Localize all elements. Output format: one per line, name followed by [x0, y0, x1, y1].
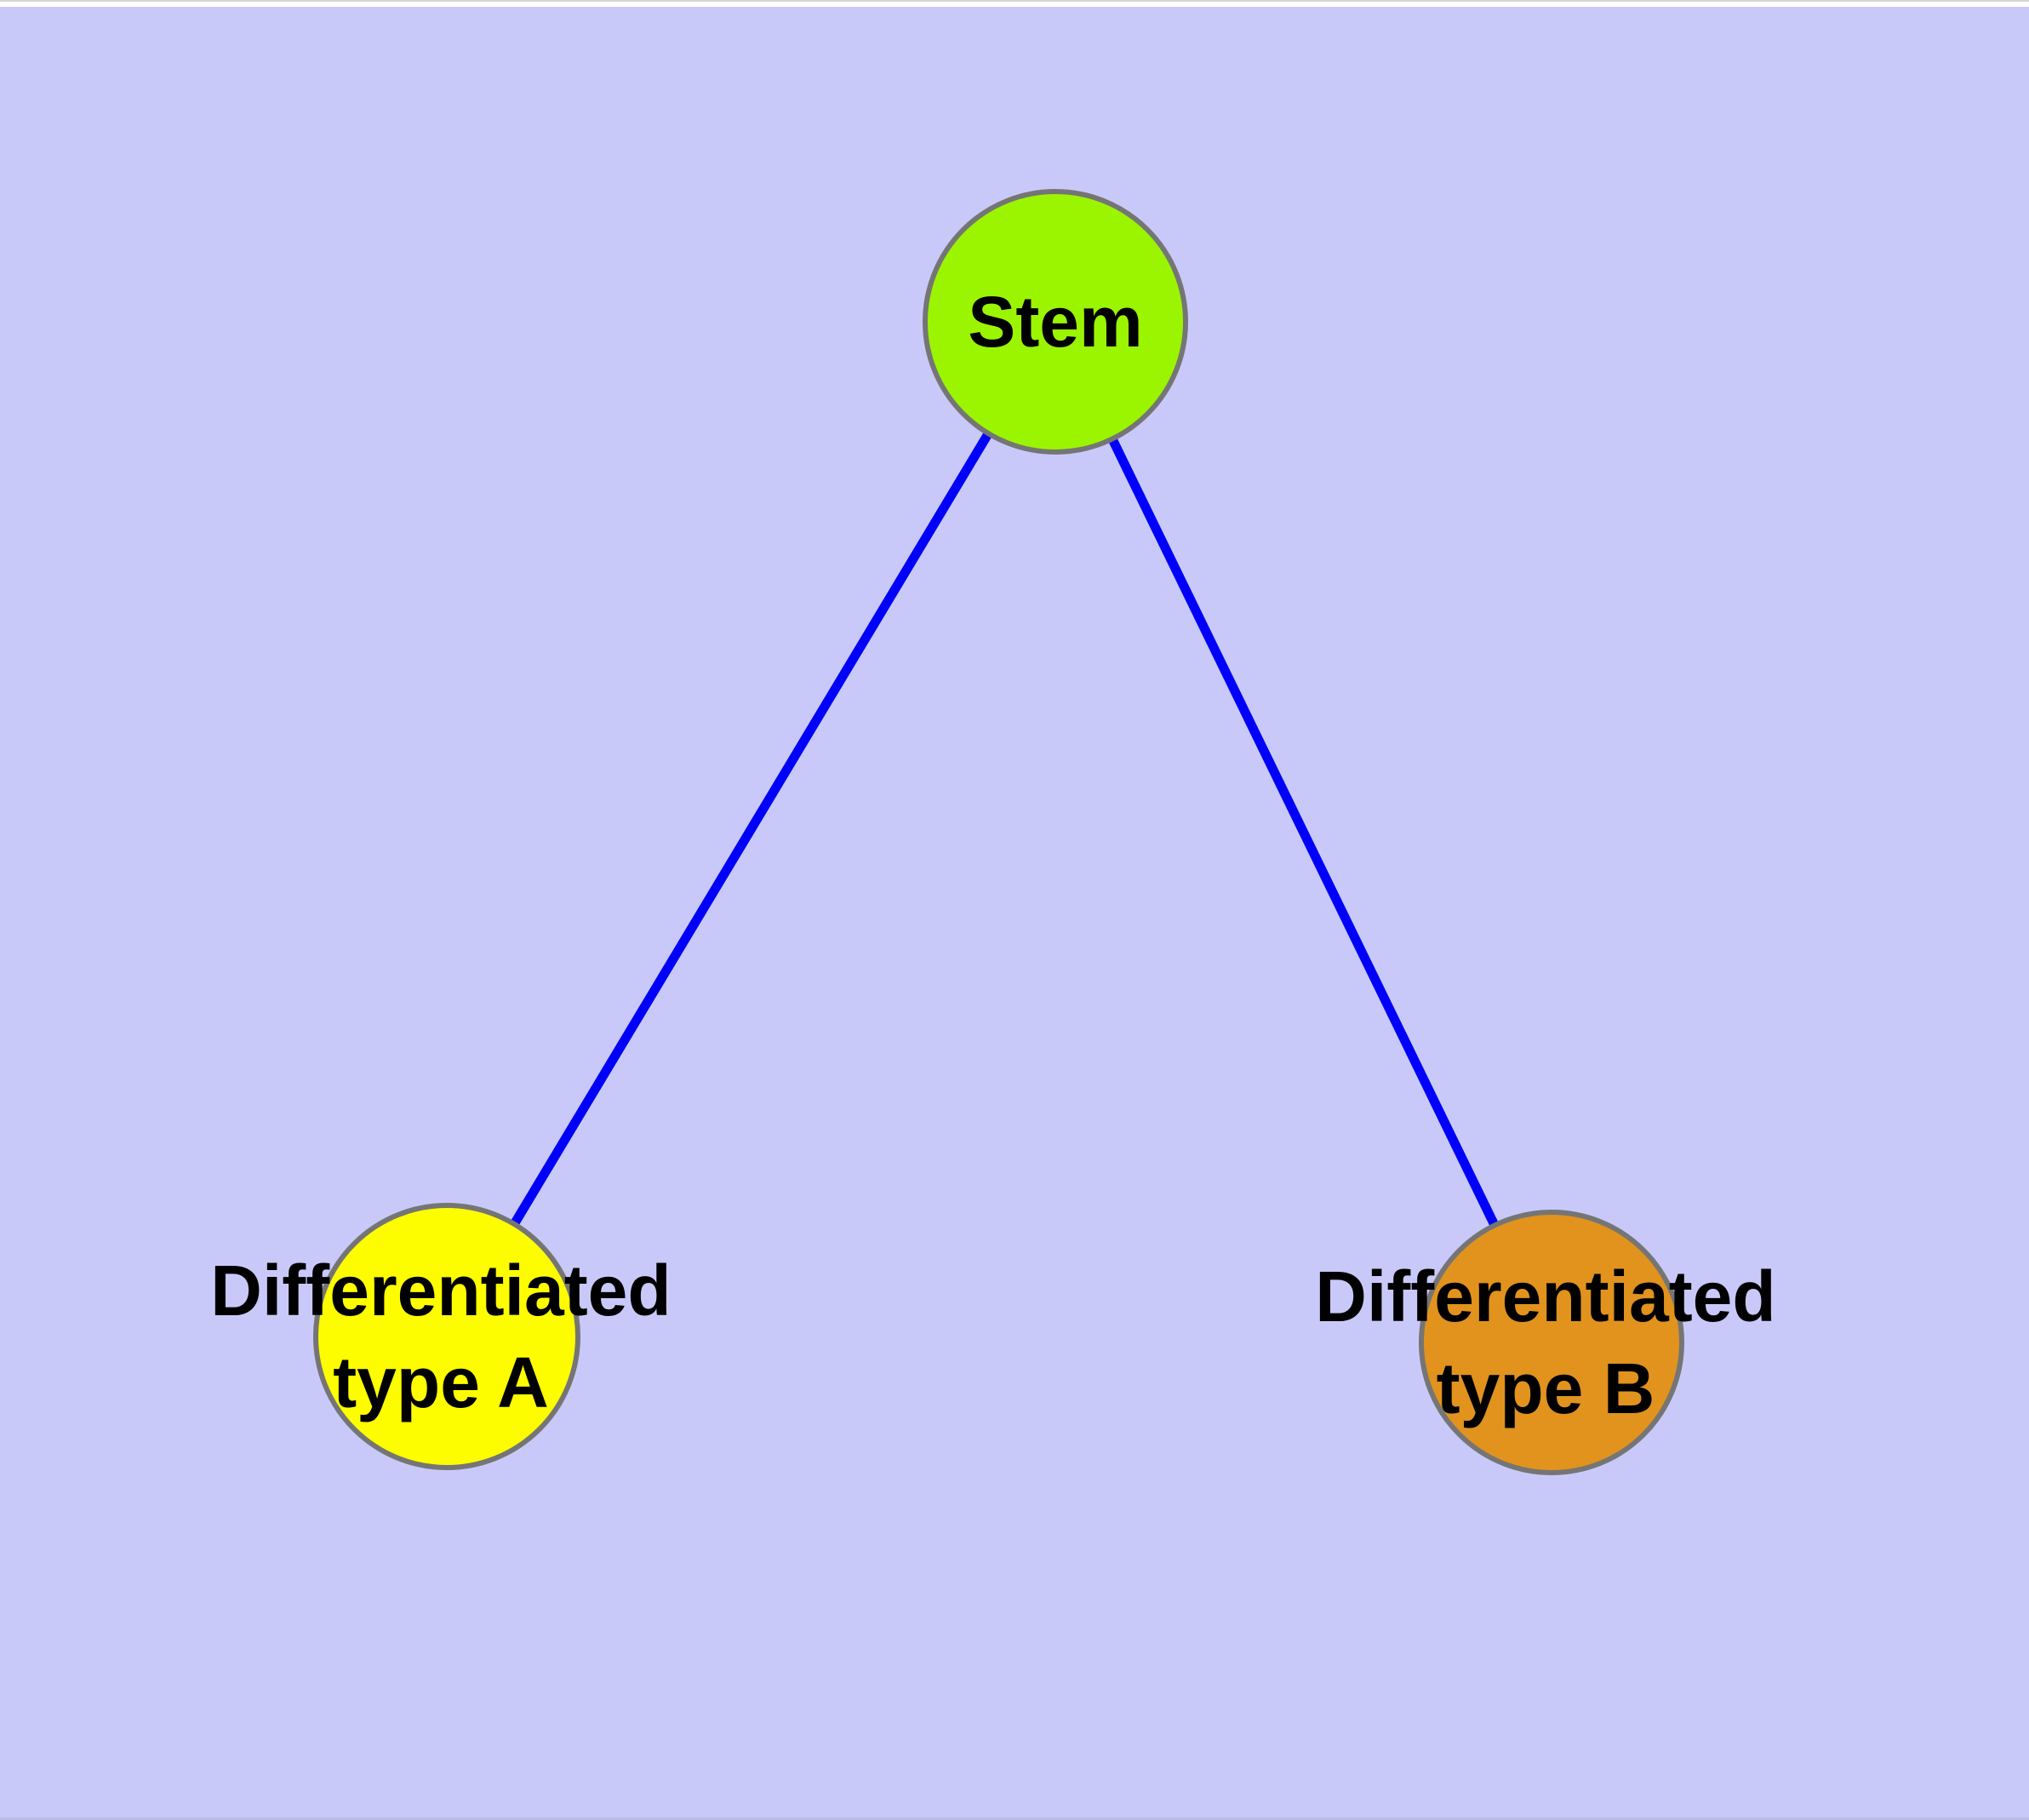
edge-stem-to-type-b: [1051, 319, 1556, 1345]
node-type-a-label-line1: Differentiated: [210, 1251, 672, 1331]
node-type-b-label-line1: Differentiated: [1315, 1256, 1776, 1336]
node-stem-circle: [923, 189, 1188, 455]
edge-stem-to-type-a: [443, 319, 1060, 1339]
node-type-b-label: Differentiated type B: [1315, 1251, 1775, 1434]
top-edge-line: [0, 0, 2029, 2]
node-type-b-circle: [1419, 1210, 1684, 1475]
node-type-b-label-line2: type B: [1436, 1348, 1655, 1428]
bottom-edge-line: [0, 1817, 2029, 1820]
node-type-a-label-line2: type A: [333, 1342, 549, 1422]
node-type-a-circle: [313, 1203, 580, 1470]
top-margin-strip: [0, 2, 2029, 7]
node-stem-label: Stem: [968, 282, 1143, 362]
node-type-a-label: Differentiated type A: [210, 1245, 671, 1428]
